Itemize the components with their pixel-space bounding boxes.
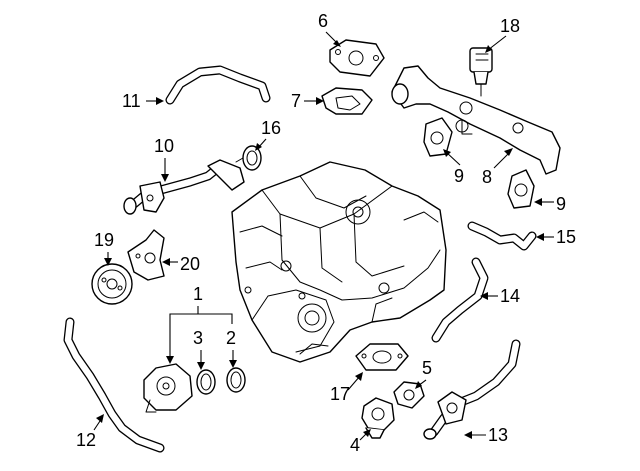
arrow-17 — [355, 372, 363, 381]
arrow-9a — [443, 149, 451, 157]
arrow-10 — [161, 174, 169, 182]
arrow-15 — [536, 233, 544, 241]
callout-11: 11 — [122, 91, 141, 111]
callout-15: 15 — [556, 227, 576, 247]
arrow-4 — [363, 429, 371, 437]
callout-9b: 9 — [556, 194, 566, 214]
callout-6: 6 — [318, 11, 328, 31]
callout-3: 3 — [193, 328, 203, 348]
callout-2: 2 — [226, 328, 236, 348]
thermostat-gasket-17-part — [355, 343, 409, 371]
callout-20: 20 — [180, 254, 200, 274]
leader-1 — [169, 306, 233, 360]
arrow-7 — [316, 97, 324, 105]
bypass-pipe-10-part — [123, 159, 245, 215]
gasket-2-part — [226, 367, 246, 393]
callout-17: 17 — [330, 384, 350, 404]
arrow-14 — [480, 292, 488, 300]
radiator-hose-14-part — [431, 257, 489, 343]
arrow-2 — [229, 360, 237, 368]
gasket-3-part — [196, 369, 216, 395]
bypass-hose-15-part — [467, 221, 537, 251]
temperature-sensor-part — [469, 47, 493, 97]
water-inlet-pipe-13-part — [423, 339, 521, 440]
arrow-1 — [166, 356, 174, 364]
arrow-6 — [333, 40, 341, 47]
outlet-gasket-part — [321, 87, 373, 115]
callout-7: 7 — [291, 91, 301, 111]
arrow-13 — [464, 431, 472, 439]
callout-4: 4 — [350, 435, 360, 455]
leader-18 — [487, 35, 507, 51]
callout-10: 10 — [154, 136, 174, 156]
arrow-16 — [255, 143, 262, 151]
seal-ring-16-part — [235, 145, 262, 171]
arrow-11 — [156, 97, 164, 105]
leader-8 — [493, 151, 511, 169]
pipe-gasket-part-a — [423, 117, 453, 157]
callout-9a: 9 — [454, 166, 464, 186]
callout-18: 18 — [500, 16, 520, 36]
water-pump-1-part — [143, 363, 193, 413]
arrow-3 — [197, 362, 205, 370]
pump-bracket-20-part — [127, 229, 165, 281]
arrow-9b — [534, 198, 542, 206]
callout-12: 12 — [76, 430, 96, 450]
callout-13: 13 — [488, 425, 508, 445]
callout-8: 8 — [482, 167, 492, 187]
water-pump-pulley-19-part — [91, 263, 133, 305]
arrow-20 — [162, 258, 170, 266]
arrow-5 — [415, 381, 422, 389]
arrow-18 — [485, 45, 492, 53]
arrow-8 — [504, 148, 513, 156]
callout-19: 19 — [94, 230, 114, 250]
callout-16: 16 — [261, 118, 281, 138]
callout-5: 5 — [422, 358, 432, 378]
coolant-pipe-part — [391, 65, 561, 175]
pipe-gasket-part-b — [507, 169, 535, 209]
water-outlet-plate-part — [329, 39, 385, 77]
arrow-19 — [104, 258, 112, 266]
arrow-12 — [96, 414, 104, 423]
upper-hose-11-part — [165, 65, 271, 105]
thermostat-housing-gasket-5-part — [393, 381, 425, 409]
callout-14: 14 — [500, 286, 520, 306]
heater-hose-12-part — [63, 317, 165, 453]
engine-block — [231, 161, 447, 363]
callout-1: 1 — [193, 284, 203, 304]
